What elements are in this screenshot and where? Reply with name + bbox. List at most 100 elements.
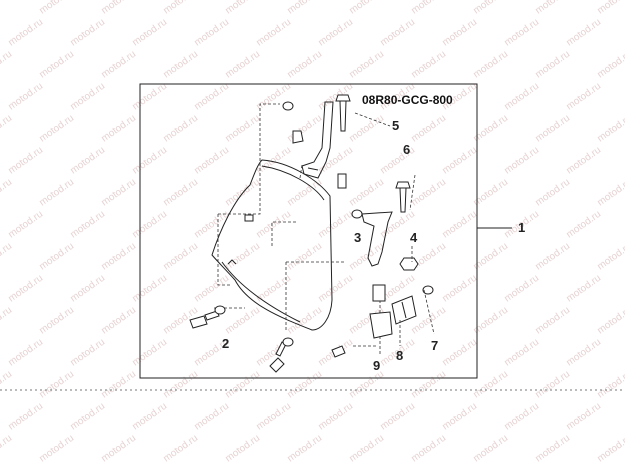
watermark-text: motod.ru [440,209,479,241]
watermark-text: motod.ru [161,49,200,81]
watermark-text: motod.ru [192,17,231,49]
bolt-5-lower [395,181,411,213]
watermark-text: motod.ru [440,145,479,177]
collar [372,284,386,302]
watermark-text: motod.ru [316,273,355,305]
watermark-text: motod.ru [130,209,169,241]
watermark-text: motod.ru [130,81,169,113]
watermark-text: motod.ru [0,433,14,465]
callout-7: 7 [431,338,438,353]
watermark-text: motod.ru [595,177,625,209]
watermark-text: motod.ru [161,433,200,465]
watermark-text: motod.ru [192,81,231,113]
bolt-5-upper [335,94,351,132]
watermark-text: motod.ru [440,337,479,369]
watermark-text: motod.ru [6,81,45,113]
watermark-text: motod.ru [130,401,169,433]
watermark-text: motod.ru [347,433,386,465]
watermark-text: motod.ru [68,81,107,113]
watermark-text: motod.ru [161,241,200,273]
bracket-9 [369,311,393,339]
watermark-text: motod.ru [192,401,231,433]
watermark-text: motod.ru [471,49,510,81]
watermark-text: motod.ru [347,177,386,209]
watermark-text: motod.ru [37,177,76,209]
watermark-text: motod.ru [37,113,76,145]
watermark-text: motod.ru [533,0,572,16]
nut-4 [399,257,419,271]
kit-frame [139,83,478,379]
watermark-text: motod.ru [223,0,262,16]
watermark-text: motod.ru [316,401,355,433]
watermark-text: motod.ru [285,0,324,16]
watermark-text: motod.ru [99,369,138,401]
callout-4: 4 [410,230,418,245]
washer-3 [351,209,363,219]
watermark-text: motod.ru [6,209,45,241]
watermark-text: motod.ru [99,49,138,81]
callout-8: 8 [396,348,403,363]
watermark-text: motod.ru [192,209,231,241]
watermark-text: motod.ru [37,305,76,337]
bolts-2 [189,305,346,373]
callout-leaders [354,112,512,356]
watermark-text: motod.ru [595,369,625,401]
watermark-text: motod.ru [254,401,293,433]
watermark-text: motod.ru [99,433,138,465]
watermark-text: motod.ru [378,145,417,177]
callout-6: 6 [403,142,410,157]
watermark-text: motod.ru [130,17,169,49]
lower-stay-bracket [361,211,393,267]
watermark-text: motod.ru [68,145,107,177]
watermark-text: motod.ru [533,369,572,401]
callout-2: 2 [222,336,229,351]
clamp-8 [391,295,417,325]
watermark-text: motod.ru [564,17,603,49]
assembly-lines [214,103,381,347]
watermark-text: motod.ru [440,17,479,49]
watermark-text: motod.ru [99,0,138,16]
watermark-text: motod.ru [595,0,625,16]
watermark-text: motod.ru [99,305,138,337]
watermark-text: motod.ru [68,273,107,305]
watermark-text: motod.ru [37,0,76,16]
watermark-text: motod.ru [409,177,448,209]
watermark-text: motod.ru [564,145,603,177]
watermark-text: motod.ru [0,0,14,16]
watermark-text: motod.ru [533,241,572,273]
watermark-text: motod.ru [285,49,324,81]
watermark-text: motod.ru [502,17,541,49]
watermark-text: motod.ru [0,369,14,401]
watermark-text: motod.ru [37,49,76,81]
watermark-text: motod.ru [68,401,107,433]
callout-1: 1 [518,220,525,235]
watermark-text: motod.ru [161,0,200,16]
watermark-text: motod.ru [99,177,138,209]
watermark-text: motod.ru [316,145,355,177]
watermark-text: motod.ru [347,369,386,401]
watermark-text: motod.ru [254,17,293,49]
watermark-text: motod.ru [440,401,479,433]
watermark-text: motod.ru [409,433,448,465]
watermark-text: motod.ru [68,17,107,49]
watermark-text: motod.ru [0,241,14,273]
watermark-text: motod.ru [595,241,625,273]
watermark-text: motod.ru [440,273,479,305]
watermark-text: motod.ru [223,305,262,337]
watermark-text: motod.ru [6,337,45,369]
callout-5: 5 [392,118,399,133]
watermark-text: motod.ru [0,113,14,145]
watermark-text: motod.ru [595,113,625,145]
callout-9: 9 [373,358,380,373]
watermark-text: motod.ru [471,433,510,465]
upper-stay-bracket [301,101,334,179]
watermark-text: motod.ru [471,0,510,16]
watermark-text: motod.ru [161,369,200,401]
watermark-text: motod.ru [595,49,625,81]
watermark-text: motod.ru [347,49,386,81]
watermark-text: motod.ru [285,369,324,401]
watermark-text: motod.ru [533,113,572,145]
watermark-text: motod.ru [161,177,200,209]
